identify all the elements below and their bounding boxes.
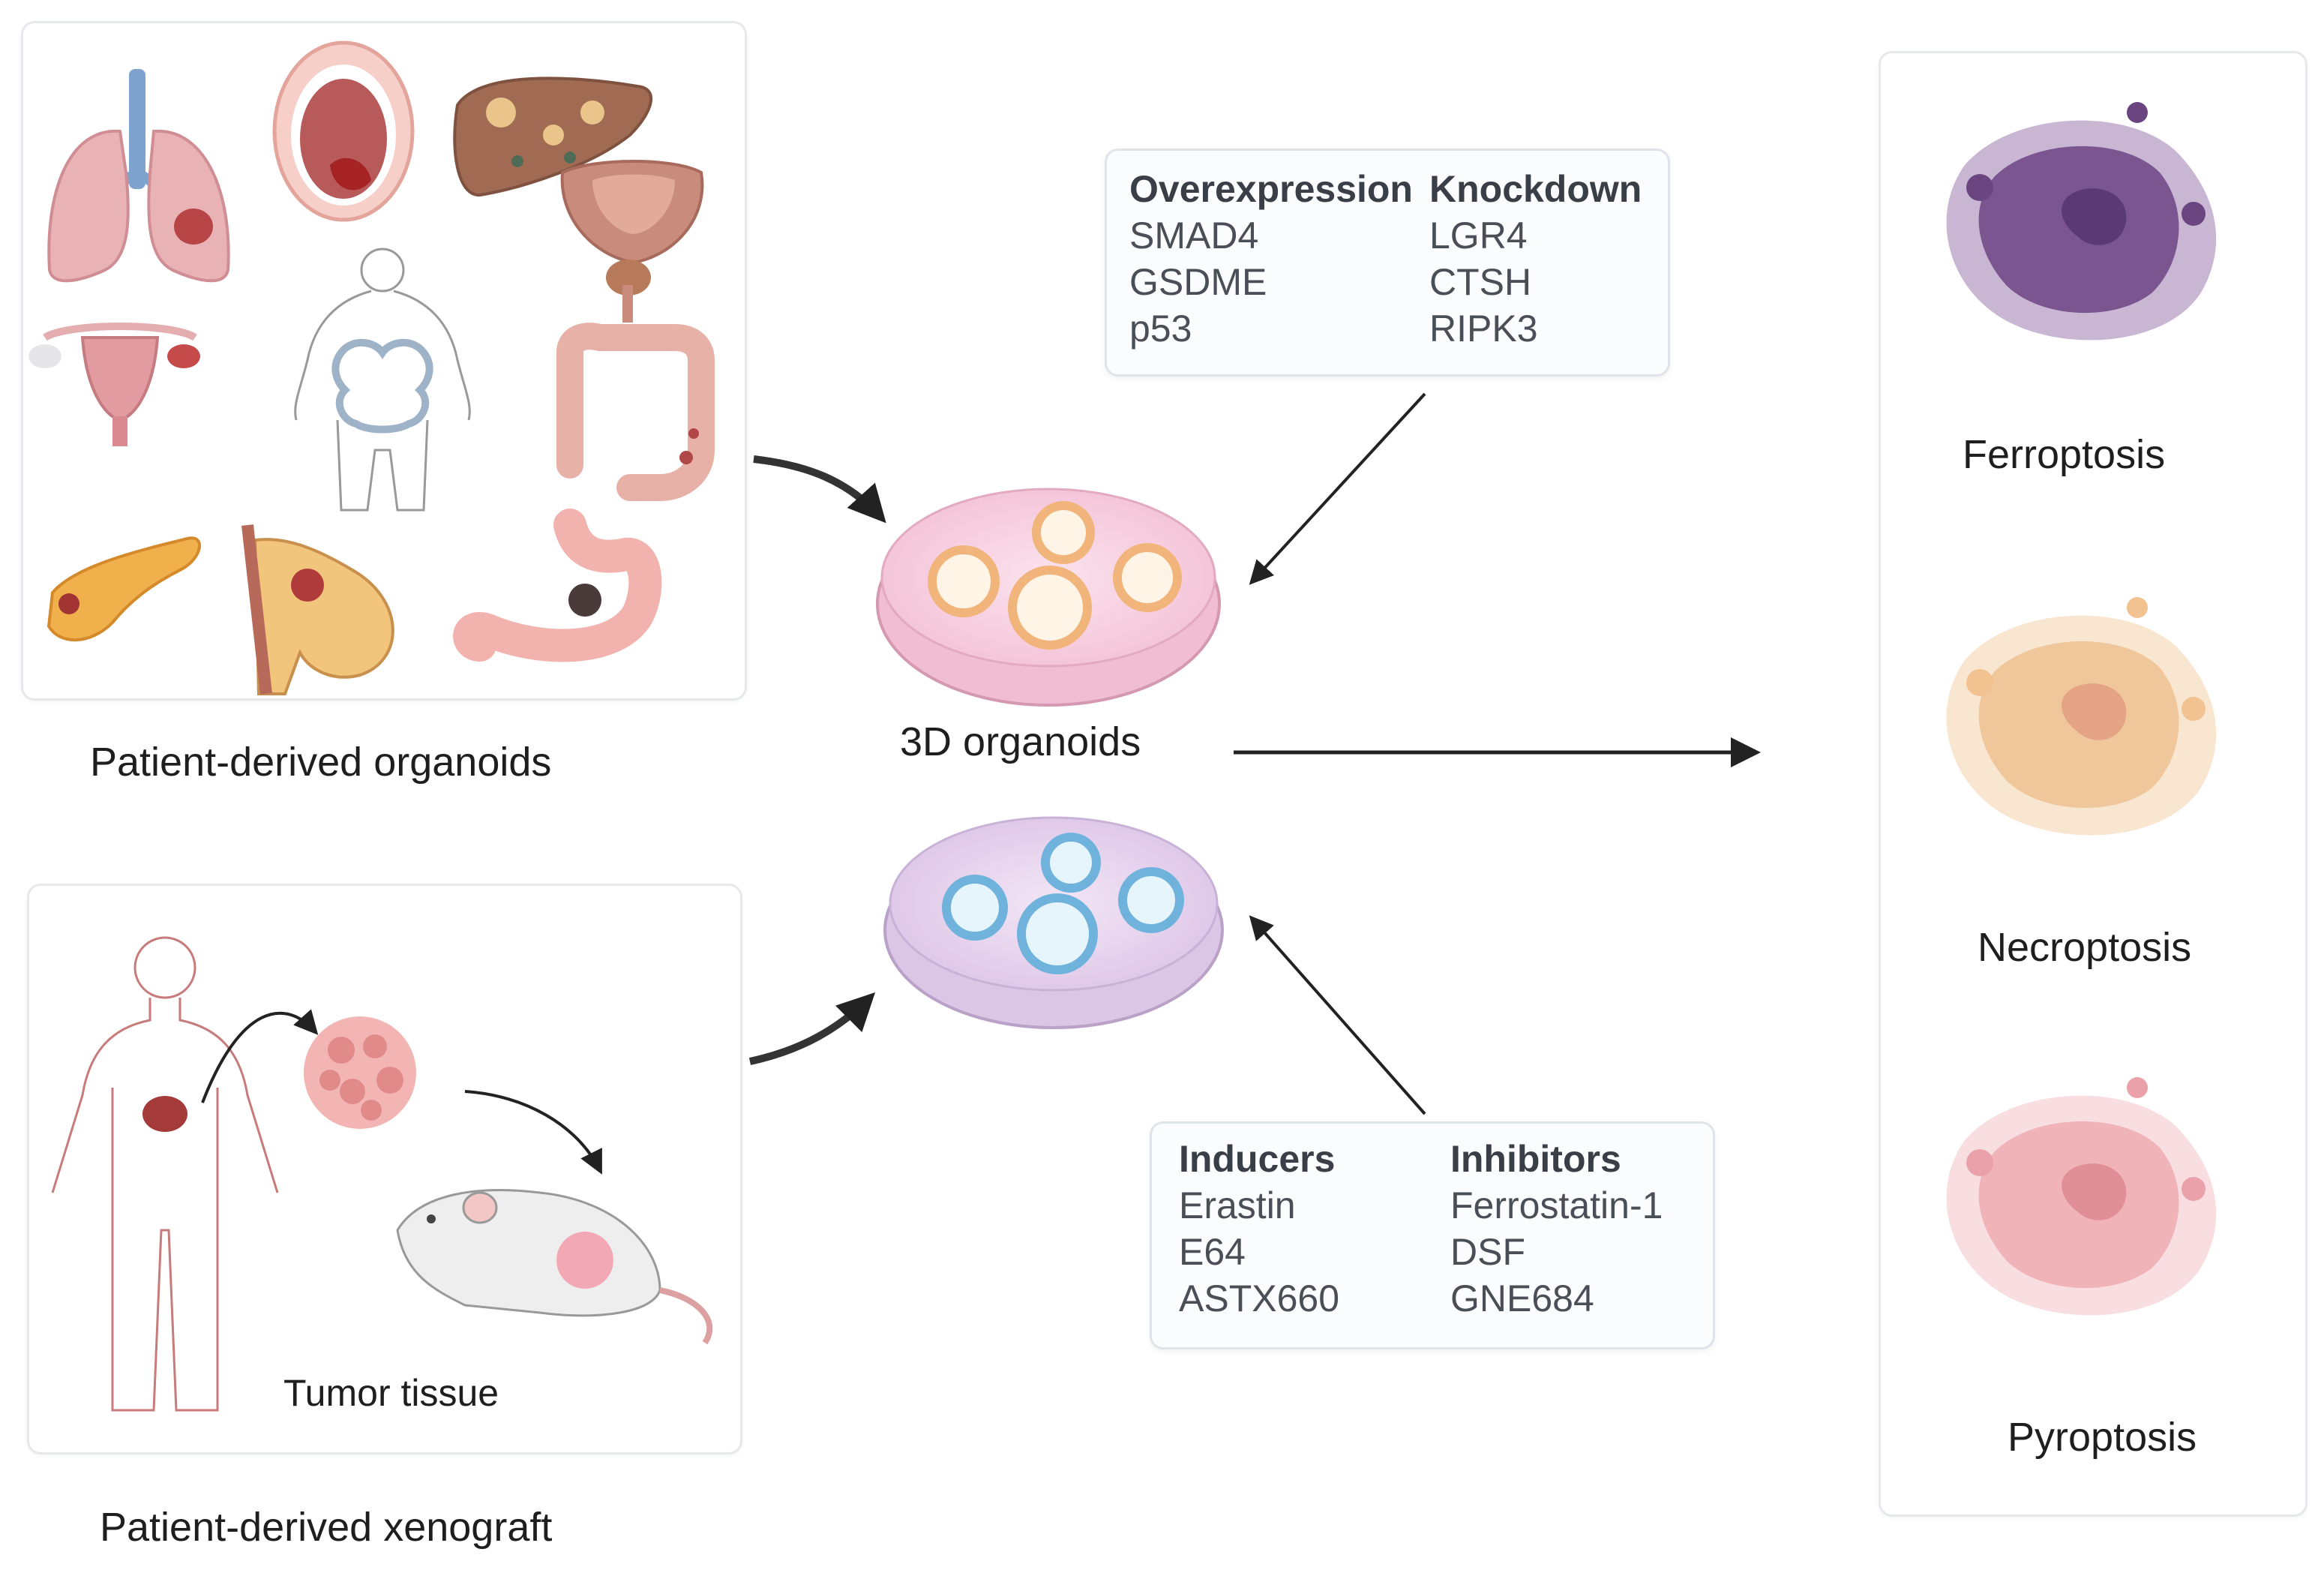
inhibitor-item: Ferrostatin-1 <box>1450 1184 1663 1226</box>
pdo-caption: Patient-derived organoids <box>90 740 552 785</box>
lungs-icon <box>47 69 230 283</box>
pyroptosis-cell-icon <box>1946 1077 2217 1316</box>
drug-to-dish-arrow <box>1249 915 1426 1115</box>
inducer-item: Erastin <box>1179 1184 1296 1226</box>
drug-treatment-box: Inducers Erastin E64 ASTX660 Inhibitors … <box>1150 1121 1715 1349</box>
stomach-icon <box>453 509 662 662</box>
overexpression-item: p53 <box>1129 308 1192 350</box>
tumor-site-icon <box>142 1096 187 1132</box>
liver-icon <box>453 77 652 197</box>
tissue-to-mouse-arrow <box>464 1090 602 1175</box>
mouth-tumor-icon <box>272 41 415 222</box>
inducer-item: ASTX660 <box>1179 1277 1340 1319</box>
inducers-header: Inducers <box>1179 1138 1336 1180</box>
pdx-caption: Patient-derived xenograft <box>100 1505 553 1550</box>
necroptosis-label: Necroptosis <box>1978 925 2192 970</box>
inducers-column: Inducers Erastin E64 ASTX660 <box>1179 1136 1339 1322</box>
xenograft-to-dish-arrow <box>748 992 876 1065</box>
genetic-manipulation-box: Overexpression SMAD4 GSDME p53 Knockdown… <box>1105 149 1670 377</box>
knockdown-column: Knockdown LGR4 CTSH RIPK3 <box>1429 166 1642 352</box>
necroptosis-cell-icon <box>1946 597 2217 836</box>
overexpression-item: GSDME <box>1129 261 1267 303</box>
knockdown-header: Knockdown <box>1429 168 1642 210</box>
inhibitor-item: DSF <box>1450 1231 1525 1273</box>
tumor-to-tissue-arrow <box>201 1009 319 1103</box>
pancreas-icon <box>46 536 201 642</box>
uterus-icon <box>28 323 200 446</box>
knockdown-item: CTSH <box>1429 261 1532 303</box>
organoid-dish-icon-purple <box>883 816 1224 1029</box>
inhibitor-item: GNE684 <box>1450 1277 1594 1319</box>
colon-icon <box>556 323 715 501</box>
3d-organoids-caption: 3D organoids <box>900 719 1141 764</box>
tumor-tissue-label: Tumor tissue <box>283 1372 499 1414</box>
ferroptosis-cell-icon <box>1946 102 2217 341</box>
pyroptosis-label: Pyroptosis <box>2008 1415 2197 1460</box>
knockdown-item: LGR4 <box>1429 215 1528 257</box>
organoid-dish-icon-pink <box>876 488 1221 707</box>
inhibitors-column: Inhibitors Ferrostatin-1 DSF GNE684 <box>1450 1136 1663 1322</box>
xenograft-source-panel <box>27 884 742 1454</box>
mouse-icon <box>396 1189 713 1345</box>
overexpression-item: SMAD4 <box>1129 215 1259 257</box>
inhibitors-header: Inhibitors <box>1450 1138 1621 1180</box>
body-intestine-icon <box>294 248 471 512</box>
bladder-icon <box>560 160 704 323</box>
organoids-to-dish-arrow <box>753 455 886 524</box>
knockdown-item: RIPK3 <box>1429 308 1538 350</box>
overexpression-column: Overexpression SMAD4 GSDME p53 <box>1129 166 1413 352</box>
human-body-outline-icon <box>51 936 279 1412</box>
inducer-item: E64 <box>1179 1231 1246 1273</box>
genetic-to-dish-arrow <box>1249 392 1426 585</box>
overexpression-header: Overexpression <box>1129 168 1413 210</box>
breast-icon <box>241 524 394 695</box>
tumor-tissue-icon <box>304 1016 416 1129</box>
ferroptosis-label: Ferroptosis <box>1963 432 2166 477</box>
